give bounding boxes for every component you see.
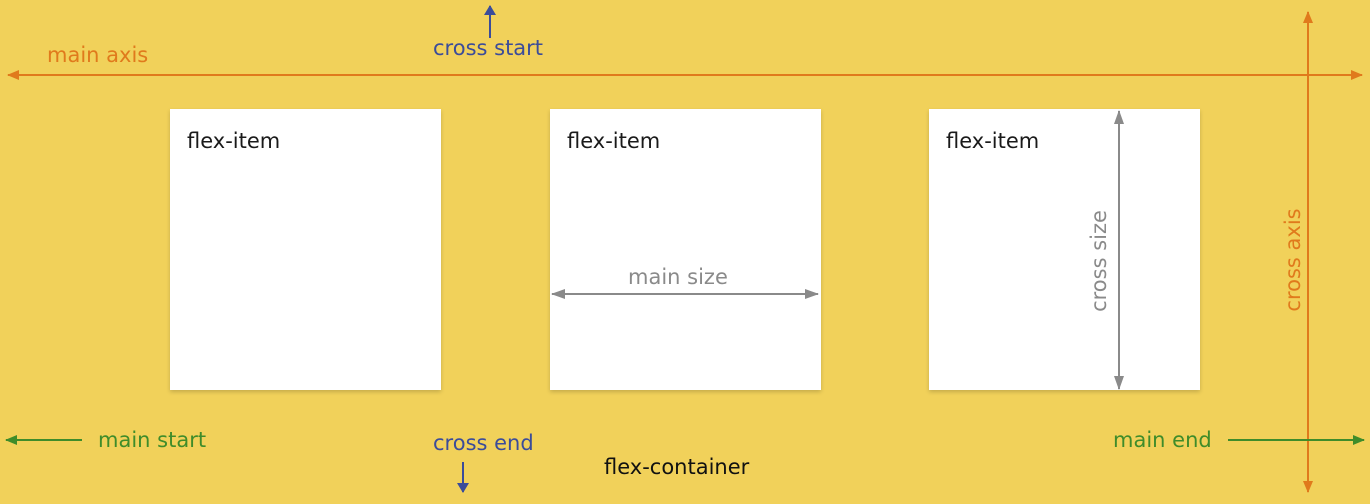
flex-container-label: flex-container: [604, 455, 750, 479]
flex-item-label: flex-item: [187, 129, 281, 153]
cross-axis-label: cross axis: [1281, 208, 1305, 312]
flex-item-3: flex-item: [929, 109, 1200, 390]
main-start-label: main start: [98, 428, 207, 452]
flex-item-1: flex-item: [170, 109, 441, 390]
flex-item-label: flex-item: [946, 129, 1040, 153]
main-size-label: main size: [628, 265, 728, 289]
cross-start-label: cross start: [433, 36, 544, 60]
cross-size-label: cross size: [1087, 210, 1111, 312]
cross-end-label: cross end: [433, 431, 534, 455]
main-end-label: main end: [1113, 428, 1212, 452]
flex-item-2: flex-item: [550, 109, 821, 390]
main-axis-label: main axis: [47, 43, 149, 67]
flex-item-label: flex-item: [567, 129, 661, 153]
